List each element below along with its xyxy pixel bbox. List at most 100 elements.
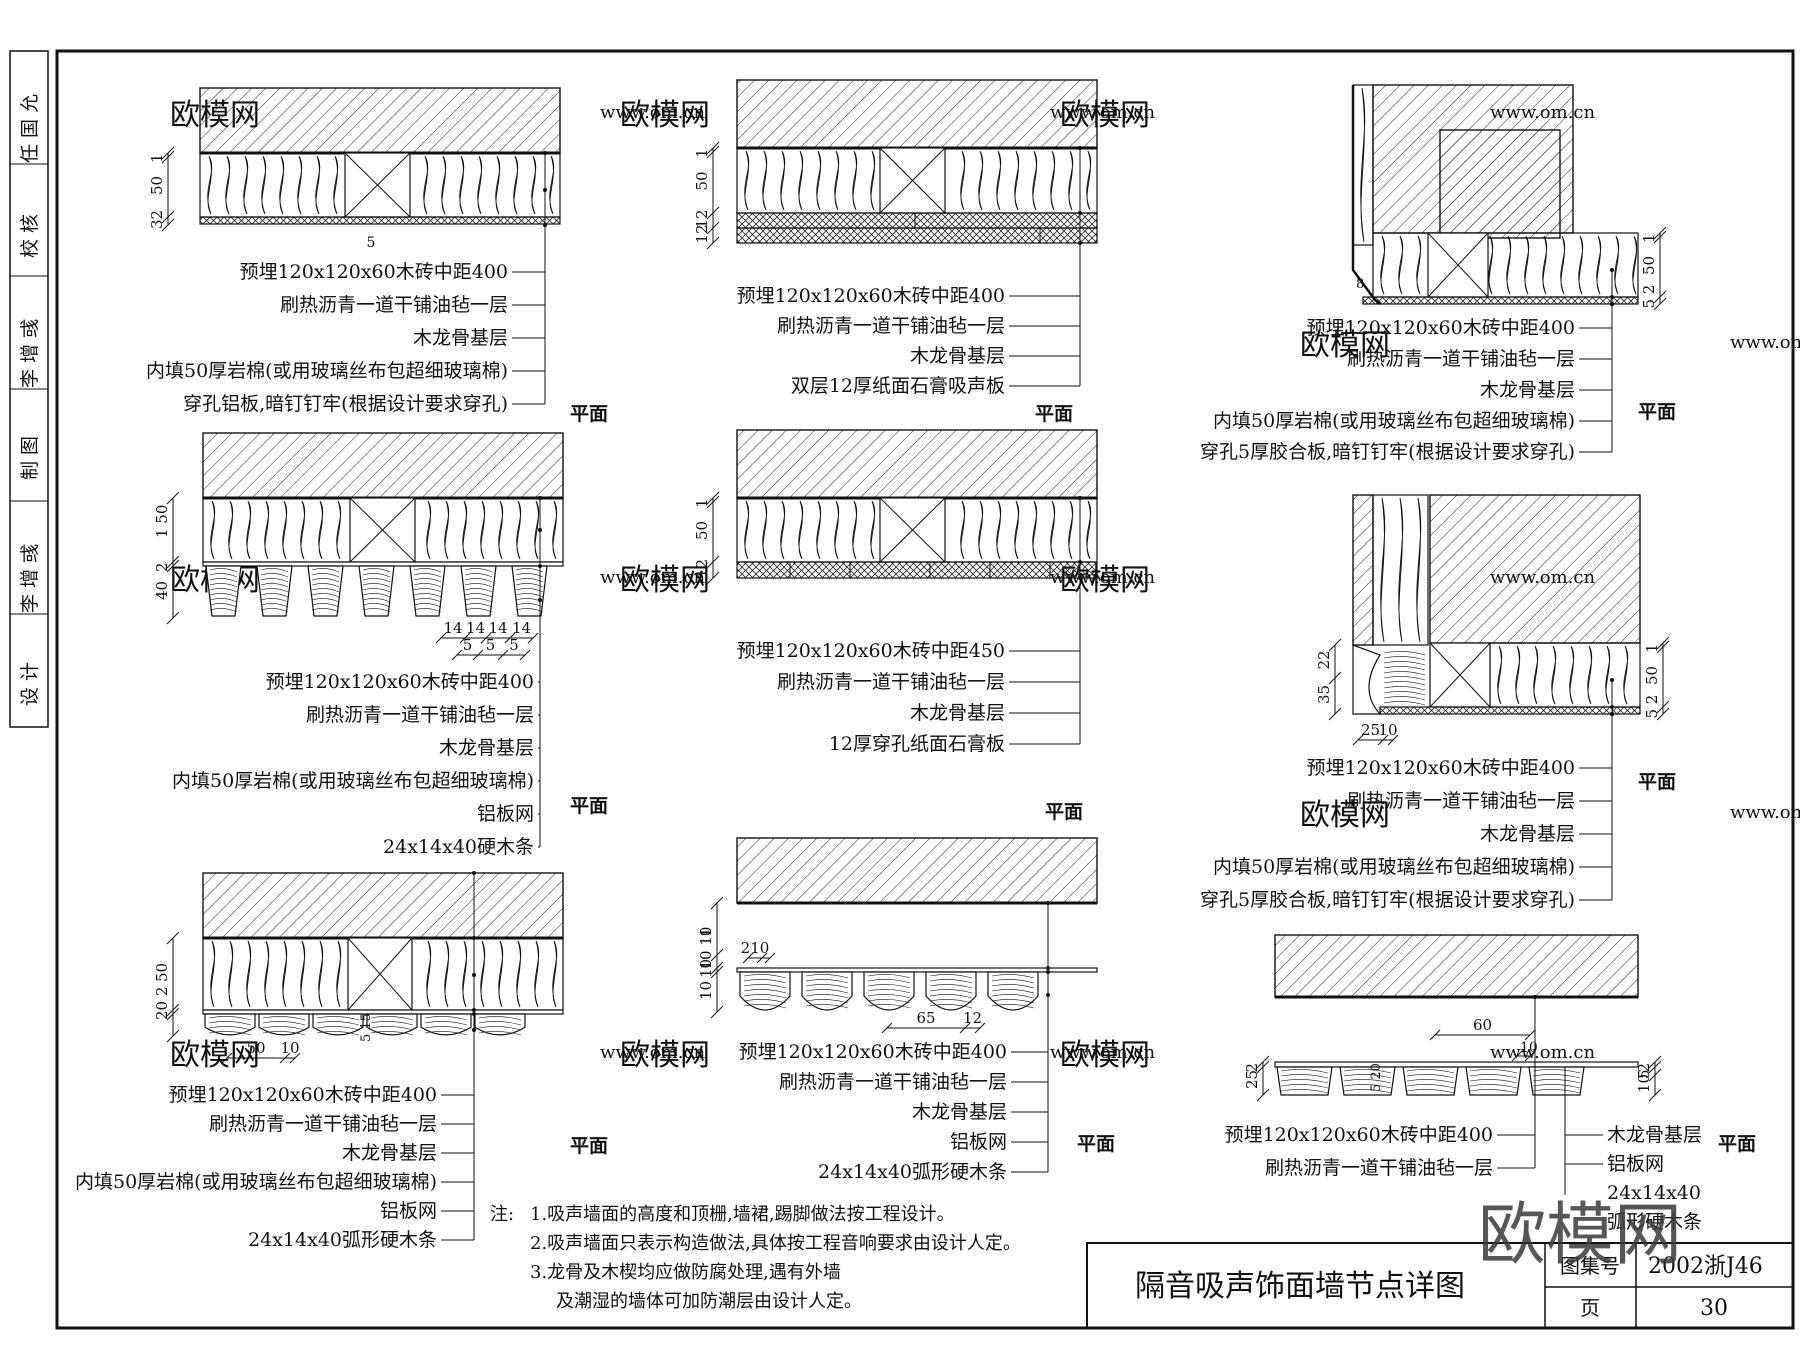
label-group: 预埋120x120x60木砖中距400刷热沥青一道干铺油毡一层木龙骨基层内填50… xyxy=(1200,678,1614,911)
note-line-4: 及潮湿的墙体可加防潮层由设计人定。 xyxy=(556,1291,862,1312)
strip-cell-1: 设 计 xyxy=(19,662,41,706)
wood-stud xyxy=(1429,642,1491,708)
brand-logo-text: 欧模网 xyxy=(1478,1196,1682,1275)
dimension-group: 210 xyxy=(741,939,776,964)
notes: 注: 1.吸声墙面的高度和顶栅,墙裙,踢脚做法按工程设计。 2.吸声墙面只表示构… xyxy=(490,1204,1021,1312)
hardwood-slat xyxy=(312,1013,364,1036)
hardwood-slat xyxy=(420,1013,472,1036)
watermark-text: 欧模网 xyxy=(620,1038,710,1073)
dimension-value: 65 xyxy=(916,1009,935,1027)
wall-hatch xyxy=(199,87,561,154)
dimension-value: 2 xyxy=(153,562,171,572)
detail-5: 15012预埋120x120x60木砖中距450刷热沥青一道干铺油毡一层木龙骨基… xyxy=(693,429,1098,823)
callout-label: 24x14x40硬木条 xyxy=(383,836,534,858)
callout-label: 24x14x40 xyxy=(1607,1182,1701,1204)
label-group: 预埋120x120x60木砖中距400刷热沥青一道干铺油毡一层木龙骨基层内填50… xyxy=(172,496,542,858)
callout-label: 内填50厚岩棉(或用玻璃丝布包超细玻璃棉) xyxy=(75,1171,437,1193)
dimension-value: 1 xyxy=(697,927,715,937)
callout-label: 弧形硬木条 xyxy=(1607,1211,1702,1233)
dimension-value: 50 xyxy=(693,521,711,540)
callout-label: 刷热沥青一道干铺油毡一层 xyxy=(777,671,1005,693)
drawing-frame xyxy=(55,49,1795,1330)
label-group: 预埋120x120x60木砖中距400 刷热沥青一道干铺油毡一层 xyxy=(1225,995,1537,1179)
hardwood-slat xyxy=(409,565,446,617)
note-line-3: 3.龙骨及木楔均应做防腐处理,遇有外墙 xyxy=(530,1262,841,1283)
callout-label: 穿孔铝板,暗钉钉牢(根据设计要求穿孔) xyxy=(183,393,508,415)
wall-hatch xyxy=(736,837,1098,904)
board-layer xyxy=(1274,1061,1639,1068)
hardwood-slat xyxy=(801,971,853,1011)
watermark-text: 欧模网 xyxy=(620,98,710,133)
dimension-value: 14 xyxy=(443,619,462,637)
view-label: 平面 xyxy=(570,1135,608,1157)
hardwood-slat xyxy=(1528,1066,1585,1096)
callout-label: 预埋120x120x60木砖中距400 xyxy=(737,285,1005,307)
hardwood-slat xyxy=(205,565,242,617)
callout-label: 内填50厚岩棉(或用玻璃丝布包超细玻璃棉) xyxy=(146,360,508,382)
callout-label: 内填50厚岩棉(或用玻璃丝布包超细玻璃棉) xyxy=(1213,410,1575,432)
dimension-value: 5 xyxy=(1635,1069,1653,1079)
callout-label: 内填50厚岩棉(或用玻璃丝布包超细玻璃棉) xyxy=(1213,856,1575,878)
wood-stud xyxy=(879,497,946,563)
drawing-title: 隔音吸声饰面墙节点详图 xyxy=(1135,1269,1465,1304)
callout-label: 预埋120x120x60木砖中距400 xyxy=(240,261,508,283)
hardwood-slat xyxy=(863,971,915,1011)
strip-cell-2: 李 增 彧 xyxy=(19,544,41,613)
wall-hatch xyxy=(1352,494,1374,646)
rock-wool-layer xyxy=(1372,494,1429,646)
hardwood-slat xyxy=(474,1013,526,1036)
watermark-url: www.om.cn xyxy=(1490,1042,1596,1063)
hardwood-slat xyxy=(1276,1066,1333,1096)
watermark-url: www.om.cn xyxy=(1730,802,1800,823)
strip-cell-5: 校 核 xyxy=(19,214,41,258)
notes-prefix: 注: xyxy=(490,1204,514,1225)
dimension-value: 35 xyxy=(1315,685,1333,704)
dimension-value: 50 xyxy=(148,176,166,195)
hardwood-slat xyxy=(358,565,395,617)
dimension-value: 5 2 xyxy=(1640,285,1658,309)
dimension-value: 10 xyxy=(697,959,715,978)
board-layer xyxy=(1362,296,1639,305)
dimension-value: 10 xyxy=(280,1039,299,1057)
dimension-value: 8 xyxy=(1356,277,1364,292)
dimension-value: 210 xyxy=(741,939,770,957)
dimension-value: 5 15 xyxy=(359,1013,374,1042)
dimension-value: 40 xyxy=(153,581,171,600)
callout-label: 刷热沥青一道干铺油毡一层 xyxy=(1265,1157,1493,1179)
dimension-value: 5 xyxy=(486,636,496,654)
view-label: 平面 xyxy=(1638,401,1676,423)
hardwood-slat xyxy=(987,971,1039,1011)
title-block: 隔音吸声饰面墙节点详图 图集号 2002浙J46 页 30 xyxy=(1086,1242,1794,1329)
dimension-value: 25 xyxy=(1361,721,1380,739)
dimension-value: 1 xyxy=(1643,643,1661,653)
callout-label: 预埋120x120x60木砖中距400 xyxy=(1225,1124,1493,1146)
dimension-value: 1 xyxy=(1640,233,1658,243)
wood-stud xyxy=(349,497,416,563)
view-label: 平面 xyxy=(1045,801,1083,823)
callout-label: 刷热沥青一道干铺油毡一层 xyxy=(1347,790,1575,812)
dimension-value: 60 xyxy=(1473,1016,1492,1034)
hardwood-slat xyxy=(1339,1066,1396,1096)
wall-hatch xyxy=(736,79,1098,149)
watermark-text: 欧模网 xyxy=(170,1038,260,1073)
callout-label: 木龙骨基层 xyxy=(910,345,1005,367)
watermark-url: www.om.cn xyxy=(600,1042,706,1063)
view-label: 平面 xyxy=(1077,1133,1115,1155)
view-label: 平面 xyxy=(1718,1133,1756,1155)
detail-4: 1501212预埋120x120x60木砖中距400刷热沥青一道干铺油毡一层木龙… xyxy=(693,79,1098,425)
callout-label: 穿孔5厚胶合板,暗钉钉牢(根据设计要求穿孔) xyxy=(1200,889,1575,911)
callout-label: 木龙骨基层 xyxy=(910,702,1005,724)
dimension-value: 22 xyxy=(1315,650,1333,669)
callout-label: 预埋120x120x60木砖中距400 xyxy=(1307,317,1575,339)
corner-trim xyxy=(1352,644,1382,715)
